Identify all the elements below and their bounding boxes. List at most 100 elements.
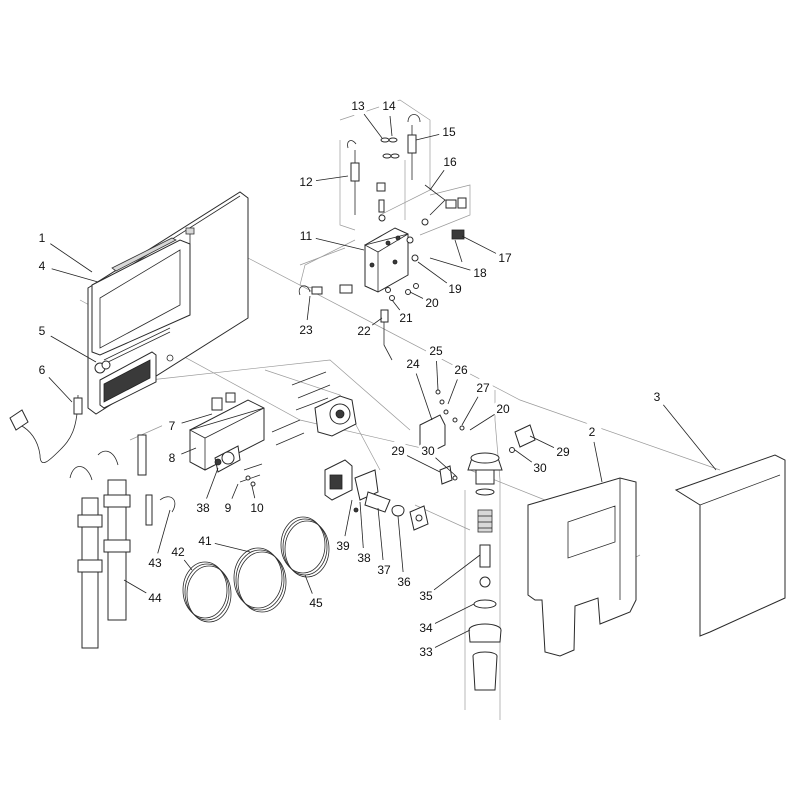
callout-leader-22 (371, 317, 383, 326)
callout-13: 13 (348, 96, 368, 116)
callout-leader-9 (231, 483, 239, 499)
callout-leader-44 (123, 579, 147, 594)
callout-2: 2 (582, 422, 602, 442)
callout-marker-bg (296, 320, 316, 340)
callout-marker-bg (145, 553, 165, 573)
callout-label: 16 (443, 155, 457, 169)
callout-leader-2 (593, 441, 603, 483)
callout-label: 21 (399, 311, 413, 325)
callout-label: 9 (225, 501, 232, 515)
callout-25: 25 (426, 341, 446, 361)
callout-34: 34 (416, 618, 436, 638)
callout-16: 16 (440, 152, 460, 172)
callout-leader-25 (436, 360, 439, 391)
callout-41: 41 (195, 531, 215, 551)
callout-label: 18 (473, 266, 487, 280)
callout-label: 29 (391, 444, 405, 458)
callout-marker-bg (445, 279, 465, 299)
callout-label: 42 (171, 545, 185, 559)
callout-label: 25 (429, 344, 443, 358)
callout-27: 27 (473, 378, 493, 398)
callout-leader-45 (304, 574, 313, 594)
callout-marker-bg (168, 542, 188, 562)
callout-leader-20a (409, 291, 424, 299)
callout-marker-bg (162, 416, 182, 436)
callout-leader-7 (181, 413, 213, 424)
callout-label: 6 (39, 363, 46, 377)
callout-label: 43 (148, 556, 162, 570)
callout-20a: 20 (422, 293, 442, 313)
callout-leader-35 (433, 554, 481, 591)
callout-leader-23 (306, 295, 311, 321)
valve-block (363, 227, 409, 293)
bolts (239, 371, 331, 487)
callout-leader-16 (429, 169, 445, 191)
callout-label: 1 (39, 231, 46, 245)
callout-label: 13 (351, 99, 365, 113)
callout-label: 20 (425, 296, 439, 310)
callout-leader-5 (50, 335, 97, 363)
callout-22: 22 (354, 321, 374, 341)
callout-marker-bg (32, 321, 52, 341)
callout-marker-bg (495, 248, 515, 268)
callout-marker-bg (647, 387, 667, 407)
power-cable (9, 394, 83, 464)
callout-26: 26 (451, 360, 471, 380)
callout-label: 2 (589, 425, 596, 439)
callout-label: 34 (419, 621, 433, 635)
callout-label: 10 (250, 501, 264, 515)
callout-marker-bg (473, 378, 493, 398)
callout-marker-bg (195, 531, 215, 551)
callout-leader-6 (48, 377, 73, 403)
callout-label: 14 (382, 99, 396, 113)
callout-label: 37 (377, 563, 391, 577)
callout-marker-bg (306, 593, 326, 613)
callout-marker-bg (333, 536, 353, 556)
callout-21: 21 (396, 308, 416, 328)
callout-6: 6 (32, 360, 52, 380)
callout-marker-bg (416, 586, 436, 606)
tube-fittings (298, 114, 467, 361)
callout-label: 30 (533, 461, 547, 475)
callout-label: 24 (406, 357, 420, 371)
callout-label: 23 (299, 323, 313, 337)
callout-leader-27 (461, 396, 479, 426)
callout-label: 8 (169, 451, 176, 465)
callout-leader-26 (447, 379, 458, 405)
callout-label: 3 (654, 390, 661, 404)
callout-marker-bg (379, 96, 399, 116)
callout-9: 9 (218, 498, 238, 518)
callout-leader-15 (415, 133, 440, 141)
callout-marker-bg (348, 96, 368, 116)
callout-marker-bg (439, 122, 459, 142)
callout-37: 37 (374, 560, 394, 580)
callout-24: 24 (403, 354, 423, 374)
callout-label: 26 (454, 363, 468, 377)
callout-23: 23 (296, 320, 316, 340)
callout-label: 4 (39, 259, 46, 273)
pump-cartridge (324, 459, 429, 531)
callout-marker-bg (416, 618, 436, 638)
callout-5: 5 (32, 321, 52, 341)
callout-marker-bg (553, 442, 573, 462)
callout-4: 4 (32, 256, 52, 276)
callout-leader-43 (157, 509, 171, 554)
callout-label: 27 (476, 381, 490, 395)
callout-label: 11 (300, 229, 313, 243)
callout-15: 15 (439, 122, 459, 142)
callout-label: 7 (169, 419, 176, 433)
back-panel (87, 191, 249, 415)
callout-marker-bg (394, 572, 414, 592)
callout-leader-1 (50, 243, 93, 273)
callout-marker-bg (388, 441, 408, 461)
callout-marker-bg (145, 588, 165, 608)
callout-label: 38 (357, 551, 371, 565)
callout-label: 20 (496, 402, 510, 416)
assembly-guide-lines (79, 99, 721, 720)
callout-19: 19 (445, 279, 465, 299)
callout-30a: 30 (418, 441, 438, 461)
callout-3: 3 (647, 387, 667, 407)
callout-leader-38a (206, 467, 219, 499)
